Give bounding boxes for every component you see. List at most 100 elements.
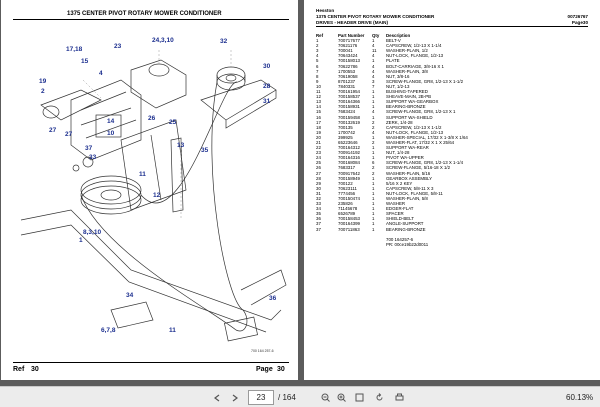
row-part-number: 399925 [338,134,353,140]
row-part-number: 700914192 [338,150,360,156]
row-ref: 6 [316,63,319,69]
callout-28: 28 [263,83,271,90]
row-description: SCREW-FLANGE, 5/16-18 X 1/2 [386,165,451,171]
row-ref: 3 [316,48,319,54]
row-part-number: 7683424 [338,109,356,115]
row-qty: 1 [372,145,375,151]
row-ref: 18 [316,124,321,130]
print-icon[interactable] [392,390,406,405]
row-qty: 1 [372,180,375,186]
zoom-in-icon[interactable] [334,390,348,405]
row-part-number: 71145678 [338,206,358,212]
right-page: Hesston 1375 CENTER PIVOT ROTARY MOWER C… [304,0,600,380]
zoom-out-icon[interactable] [318,390,332,405]
col-part-number: Part Number [338,33,365,38]
callout-31: 31 [263,98,271,105]
row-qty: 1 [372,104,375,110]
row-ref: 4 [316,53,319,59]
row-qty: 1 [372,38,375,44]
row-qty: 2 [372,119,375,125]
zoom-level[interactable]: 60.13% [566,393,594,402]
brand: Hesston [316,8,335,13]
callout-2: 2 [41,88,45,95]
callout-11b: 11 [169,327,176,334]
row-qty: 1 [372,58,375,64]
row-part-number: 70619058 [338,73,358,79]
row-description: NUT, 3/8-16 [386,73,410,79]
row-qty: 1 [372,114,375,120]
row-part-number: 700717677 [338,38,360,44]
footer-rule [13,362,289,363]
row-ref: 1 [316,38,319,44]
callout-13: 13 [177,142,185,149]
next-page-icon[interactable] [228,390,242,405]
row-qty: 1 [372,226,375,232]
row-description: PIVOT WA-UPPER [386,155,424,161]
page-label: Page30 [571,20,588,25]
row-qty: 7 [372,83,375,89]
row-part-number: 700158453 [338,216,360,222]
callout-24-3-10: 24,3,10 [152,37,174,44]
row-ref: 12 [316,94,321,100]
row-part-number: 700168084 [338,160,360,166]
row-qty: 2 [372,170,375,176]
callout-25: 25 [169,119,177,126]
callout-26: 26 [148,115,156,122]
fit-width-icon[interactable] [352,390,366,405]
row-qty: 1 [372,221,375,227]
row-part-number: 700164316 [338,155,360,161]
col-ref: Ref [316,33,324,38]
header-rule [316,26,588,27]
row-ref: 37 [316,226,321,232]
row-ref: 35 [316,211,321,217]
row-description: BOLT-CARRIAGE, 3/8-16 X 1 [386,63,444,69]
callout-11: 11 [139,171,146,178]
row-qty: 1 [372,206,375,212]
rotate-icon[interactable] [372,390,386,405]
row-part-number: 8701237 [338,78,356,84]
row-ref: 2 [316,43,319,49]
row-part-number: 700711863 [338,226,360,232]
row-description: BELT-V [386,38,401,44]
row-ref: 31 [316,190,321,196]
row-qty: 4 [372,73,375,79]
row-qty: 3 [372,78,375,84]
section-title: DRIVES - HEADER DRIVE (MAIN) [316,20,388,25]
callout-27b: 27 [49,127,57,134]
page-number-input[interactable]: 23 [248,390,274,405]
prev-page-icon[interactable] [210,390,224,405]
row-description: CAPSCREW, 5/8-11 X 3 [386,185,434,191]
row-description: ZERK, 1/4-28 [386,119,413,125]
row-ref: 25 [316,160,321,166]
row-part-number: 700132619 [338,119,360,125]
row-ref: 34 [316,206,321,212]
row-qty: 1 [372,175,375,181]
row-part-number: 700161954 [338,89,360,95]
row-ref: 32 [316,196,321,201]
doc-number: 00726767 [567,14,588,19]
row-description: BEARING-BRONZE [386,104,426,110]
row-part-number: 700917642 [338,170,360,176]
row-description: NUT, 1/2-13 [386,83,410,89]
row-ref: 9 [316,78,319,84]
row-part-number: 7683317 [338,165,356,171]
callout-33: 33 [89,154,97,161]
row-part-number: 1700553 [338,68,356,74]
row-part-number: 700158931 [338,104,360,110]
row-part-number: 70643424 [338,53,358,59]
row-qty: 1 [372,99,375,105]
